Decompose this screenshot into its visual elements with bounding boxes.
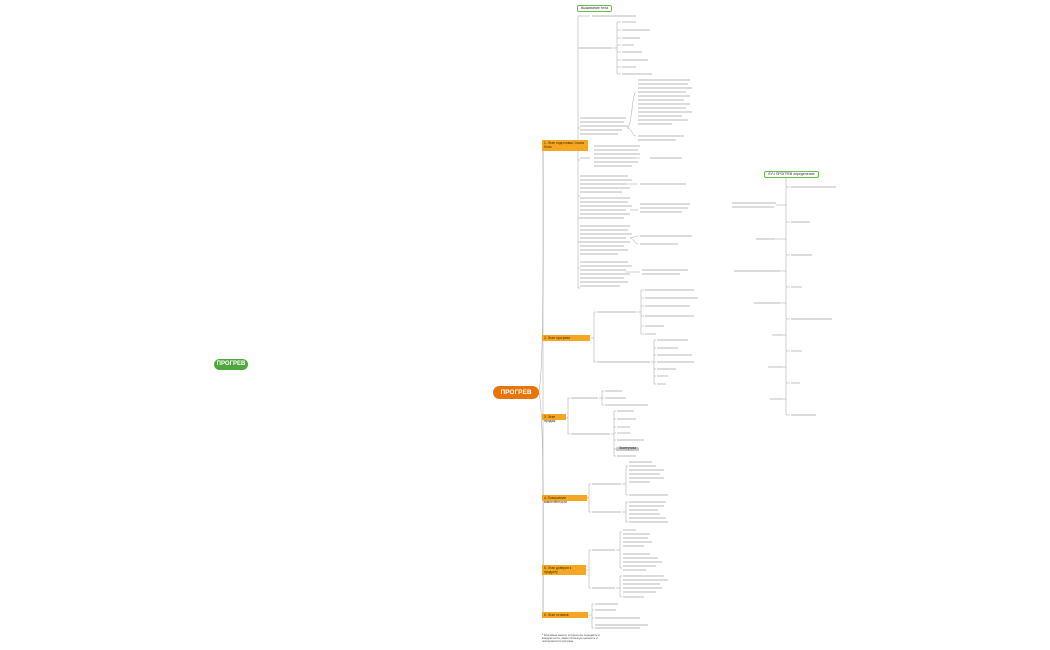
bottom-note: * Ключевые мысли, которые вы передаёте в…	[542, 633, 600, 644]
branch-5-bar[interactable]: 5. Этап доверия к продукту	[542, 565, 586, 575]
branch-4-bar[interactable]: 4. Повышение вовлечённости	[542, 495, 587, 504]
left-root-node[interactable]: ПРОГРЕВ	[214, 359, 248, 370]
right-cluster-title[interactable]: ЛУЧ ПРОГРЕВ определение	[764, 171, 819, 178]
top-topic-tag[interactable]: Выживание тела	[577, 5, 613, 12]
branch-2-bar[interactable]: 2. Этап прогрева	[542, 335, 590, 341]
branch-6-bar[interactable]: 6. Этап отзывов	[542, 612, 588, 618]
branch-3-bar[interactable]: 3. Этап продаж	[542, 414, 566, 423]
highlight-node[interactable]: Экспертиза	[616, 446, 639, 451]
branch-1-bar[interactable]: 1. Этап подготовки / поиск боли	[542, 140, 588, 151]
center-root-node[interactable]: ПРОГРЕВ	[493, 386, 539, 399]
